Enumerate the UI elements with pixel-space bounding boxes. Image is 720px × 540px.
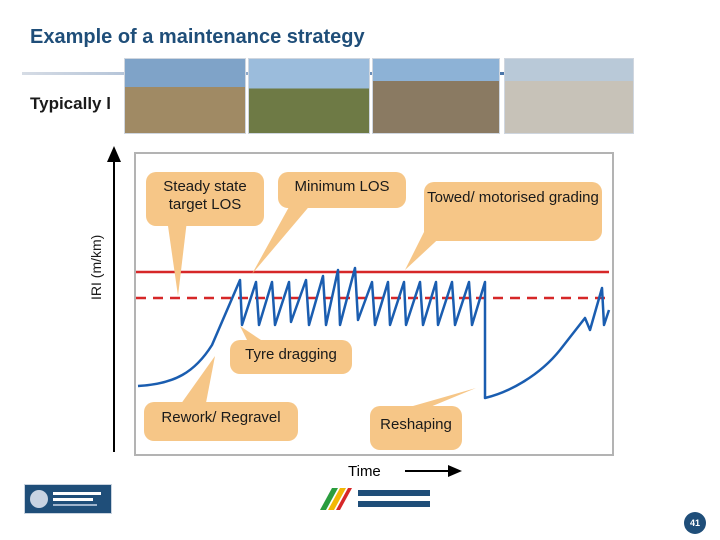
minimum-los-callout-pointer bbox=[252, 196, 318, 274]
motor-grader-photo bbox=[372, 58, 500, 134]
slide-title: Example of a maintenance strategy bbox=[30, 26, 365, 48]
time-axis-arrowhead bbox=[448, 465, 462, 477]
tyre-dragging-callout: Tyre dragging bbox=[230, 340, 352, 374]
roughness-curve bbox=[137, 266, 611, 400]
y-axis-label: IRI (m/km) bbox=[88, 234, 104, 300]
slide-number-badge: 41 bbox=[684, 512, 706, 534]
rework-callout: Rework/ Regravel bbox=[144, 402, 298, 441]
southern-african-transport-conference-logo bbox=[318, 484, 436, 514]
grader-on-gravel-road-photo bbox=[124, 58, 246, 134]
gravel-road-maintenance-photo bbox=[504, 58, 634, 134]
reshaping-callout: Reshaping bbox=[370, 406, 462, 450]
x-axis-label: Time bbox=[348, 463, 381, 480]
rework-callout-pointer bbox=[178, 356, 215, 408]
towed-grading-callout: Towed/ motorised grading bbox=[424, 182, 602, 241]
steady-state-callout-pointer bbox=[166, 212, 188, 296]
steady-state-callout: Steady state target LOS bbox=[146, 172, 264, 226]
y-axis-arrowhead bbox=[107, 146, 121, 162]
slide-subtitle: Typically l bbox=[30, 94, 111, 113]
western-cape-government-logo bbox=[24, 484, 112, 514]
minimum-los-callout: Minimum LOS bbox=[278, 172, 406, 208]
tractor-towed-grader-photo bbox=[248, 58, 370, 134]
